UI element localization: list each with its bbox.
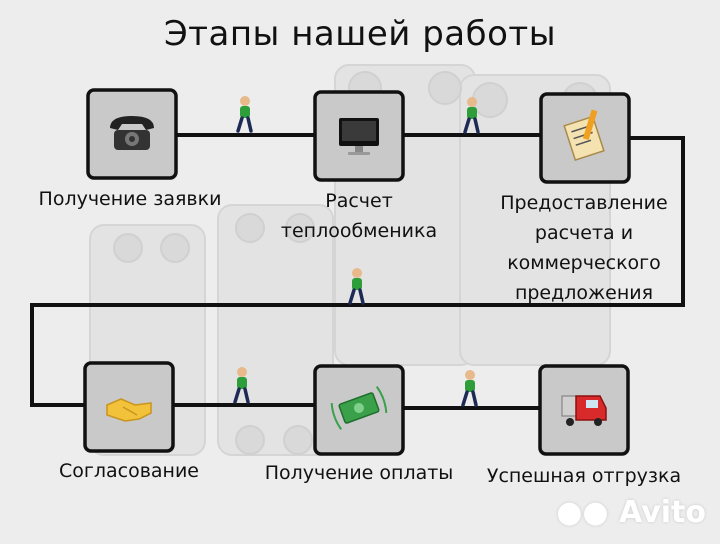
walker-icon (233, 367, 250, 404)
step-box-1 (86, 88, 178, 180)
step-box-3 (539, 92, 631, 184)
handshake-icon (106, 398, 152, 422)
money-icon (330, 386, 388, 430)
truck-icon (561, 395, 607, 426)
avito-logo-icon: ●● (556, 495, 609, 530)
page-title: Этапы нашей работы (163, 14, 557, 54)
walker-icon (461, 370, 478, 407)
step-box-2 (313, 90, 405, 182)
step-label-4: Согласование (58, 460, 200, 482)
walker-icon (348, 268, 365, 305)
step-label-6: Успешная отгрузка (486, 465, 682, 487)
step-label-5: Получение оплаты (264, 462, 454, 484)
step-label-3: Предоставление расчета и коммерческого п… (500, 192, 668, 304)
walker-icon (463, 97, 480, 134)
document-pencil-icon (563, 109, 605, 162)
step-label-2: Расчет теплообменика (280, 190, 438, 242)
watermark-text: Avito (619, 495, 706, 530)
telephone-icon (110, 116, 154, 150)
step-label-1: Получение заявки (38, 188, 222, 210)
step-box-5 (313, 364, 405, 456)
avito-watermark: ●● Avito (556, 495, 706, 530)
step-box-4 (83, 361, 175, 453)
connector-lines (30, 133, 685, 410)
step-box-6 (538, 364, 630, 456)
walker-icon (236, 96, 253, 133)
monitor-icon (339, 118, 379, 155)
